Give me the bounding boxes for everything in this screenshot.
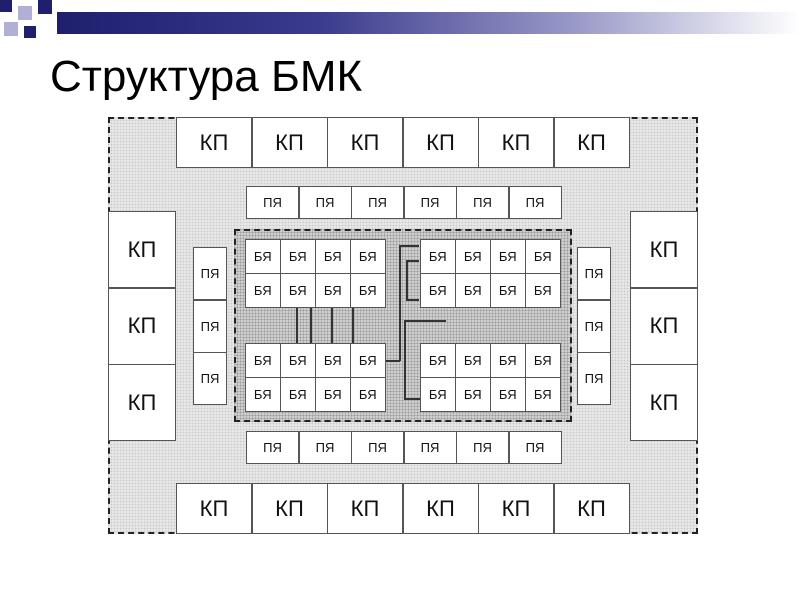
io-cell-left: КП bbox=[108, 211, 176, 288]
buffer-cell-bottom: ПЯ bbox=[456, 431, 509, 464]
io-cell-right: КП bbox=[630, 364, 698, 441]
base-cell: БЯ bbox=[350, 273, 386, 308]
io-cell-top: КП bbox=[251, 117, 328, 168]
decorative-square bbox=[4, 22, 18, 36]
interconnect-line bbox=[404, 320, 446, 322]
io-cell-bottom: КП bbox=[402, 483, 479, 534]
base-cell: БЯ bbox=[490, 377, 526, 412]
base-cell: БЯ bbox=[490, 239, 526, 274]
base-cell: БЯ bbox=[455, 377, 491, 412]
buffer-cell-left: ПЯ bbox=[193, 352, 227, 405]
base-cell: БЯ bbox=[280, 377, 316, 412]
base-cell: БЯ bbox=[525, 343, 561, 378]
decorative-square bbox=[0, 0, 12, 12]
base-cell: БЯ bbox=[350, 239, 386, 274]
decorative-square bbox=[38, 0, 52, 14]
buffer-cell-top: ПЯ bbox=[298, 186, 352, 219]
base-cell: БЯ bbox=[315, 273, 351, 308]
base-cell: БЯ bbox=[245, 273, 281, 308]
io-cell-top: КП bbox=[327, 117, 403, 168]
buffer-cell-bottom: ПЯ bbox=[246, 431, 299, 464]
base-cell: БЯ bbox=[490, 343, 526, 378]
title-accent-bar bbox=[57, 12, 800, 34]
io-cell-right: КП bbox=[630, 287, 698, 365]
io-cell-bottom: КП bbox=[478, 483, 554, 534]
base-cell: БЯ bbox=[245, 343, 281, 378]
base-cell: БЯ bbox=[245, 239, 281, 274]
buffer-cell-right: ПЯ bbox=[577, 299, 611, 353]
buffer-cell-top: ПЯ bbox=[456, 186, 509, 219]
io-cell-top: КП bbox=[553, 117, 630, 168]
buffer-cell-top: ПЯ bbox=[351, 186, 404, 219]
interconnect-line bbox=[310, 307, 312, 343]
interconnect-line bbox=[296, 307, 298, 343]
io-cell-left: КП bbox=[108, 364, 176, 441]
interconnect-line bbox=[399, 245, 419, 247]
buffer-cell-bottom: ПЯ bbox=[351, 431, 404, 464]
io-cell-bottom: КП bbox=[251, 483, 328, 534]
decorative-square bbox=[24, 26, 36, 38]
base-cell: БЯ bbox=[420, 377, 456, 412]
base-cell: БЯ bbox=[455, 343, 491, 378]
base-cell: БЯ bbox=[525, 377, 561, 412]
interconnect-line bbox=[404, 398, 420, 400]
decorative-square bbox=[18, 6, 32, 20]
base-cell: БЯ bbox=[455, 273, 491, 308]
io-cell-top: КП bbox=[478, 117, 554, 168]
base-cell: БЯ bbox=[280, 343, 316, 378]
base-cell: БЯ bbox=[525, 239, 561, 274]
base-cell: БЯ bbox=[525, 273, 561, 308]
io-cell-top: КП bbox=[176, 117, 252, 168]
buffer-cell-left: ПЯ bbox=[193, 247, 227, 300]
buffer-cell-left: ПЯ bbox=[193, 299, 227, 353]
buffer-cell-bottom: ПЯ bbox=[508, 431, 562, 464]
base-cell: БЯ bbox=[280, 239, 316, 274]
interconnect-line bbox=[384, 360, 400, 362]
base-cell: БЯ bbox=[420, 343, 456, 378]
base-cell: БЯ bbox=[420, 239, 456, 274]
interconnect-line bbox=[399, 245, 401, 361]
interconnect-line bbox=[352, 307, 354, 343]
buffer-cell-top: ПЯ bbox=[246, 186, 299, 219]
base-cell: БЯ bbox=[455, 239, 491, 274]
base-cell: БЯ bbox=[315, 377, 351, 412]
io-cell-bottom: КП bbox=[327, 483, 403, 534]
io-cell-bottom: КП bbox=[553, 483, 630, 534]
base-cell: БЯ bbox=[350, 377, 386, 412]
base-cell: БЯ bbox=[350, 343, 386, 378]
interconnect-line bbox=[406, 299, 419, 301]
buffer-cell-top: ПЯ bbox=[403, 186, 457, 219]
io-cell-bottom: КП bbox=[176, 483, 252, 534]
io-cell-left: КП bbox=[108, 287, 176, 365]
base-cell: БЯ bbox=[420, 273, 456, 308]
buffer-cell-bottom: ПЯ bbox=[403, 431, 457, 464]
slide-title: Структура БМК bbox=[50, 52, 363, 101]
io-cell-right: КП bbox=[630, 211, 698, 288]
interconnect-line bbox=[406, 260, 408, 300]
buffer-cell-top: ПЯ bbox=[508, 186, 562, 219]
buffer-cell-bottom: ПЯ bbox=[298, 431, 352, 464]
buffer-cell-right: ПЯ bbox=[577, 247, 611, 300]
interconnect-line bbox=[404, 320, 406, 398]
interconnect-line bbox=[406, 260, 419, 262]
base-cell: БЯ bbox=[315, 343, 351, 378]
buffer-cell-right: ПЯ bbox=[577, 352, 611, 405]
io-cell-top: КП bbox=[402, 117, 479, 168]
base-cell: БЯ bbox=[280, 273, 316, 308]
base-cell: БЯ bbox=[245, 377, 281, 412]
base-cell: БЯ bbox=[315, 239, 351, 274]
base-cell: БЯ bbox=[490, 273, 526, 308]
interconnect-line bbox=[331, 307, 333, 343]
